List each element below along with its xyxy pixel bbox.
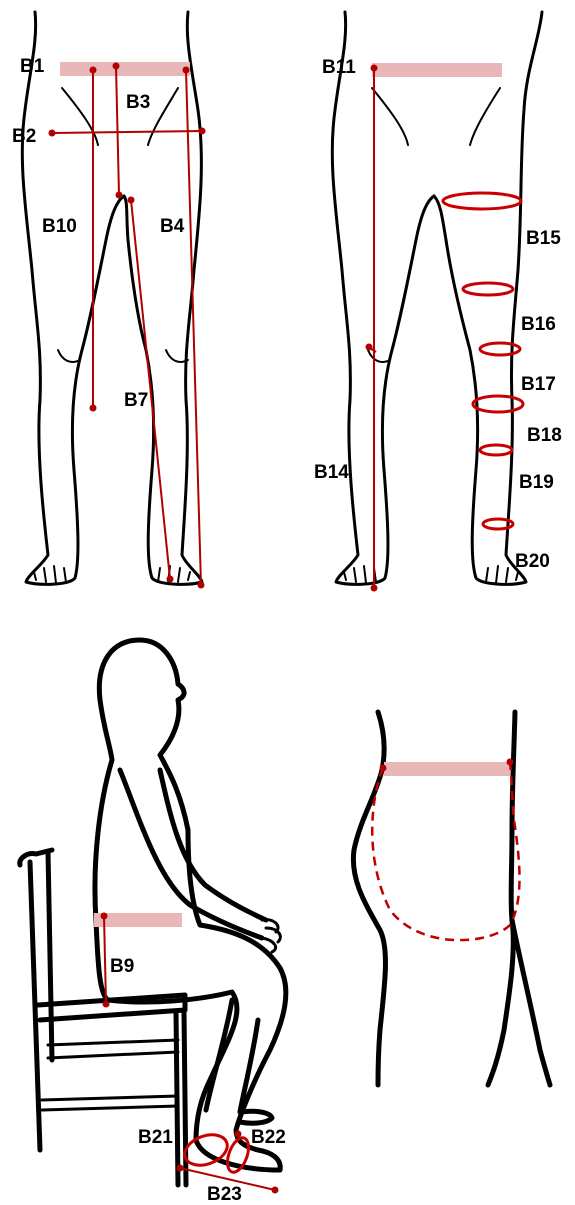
- b23-dot-left: [177, 1165, 184, 1172]
- b4-dot-bottom: [198, 582, 205, 589]
- b15-thigh-circumference: [443, 193, 521, 209]
- b3-line: [116, 66, 119, 195]
- b7-dot-top: [128, 197, 135, 204]
- b19-lower-leg-circumference: [480, 445, 512, 455]
- label-b16: B16: [521, 314, 556, 335]
- left-leg-outline-2: [332, 12, 434, 584]
- b14-dot-knee: [366, 344, 373, 351]
- label-b20: B20: [515, 551, 550, 572]
- label-b9: B9: [110, 956, 134, 977]
- b2-dot-right: [199, 128, 206, 135]
- b11-waist-band: [372, 63, 502, 77]
- chair-back-post-right: [48, 852, 52, 1060]
- label-b18: B18: [527, 425, 562, 446]
- b2-line: [52, 131, 202, 133]
- label-b1: B1: [20, 56, 45, 77]
- buttock-detail-figure: [353, 712, 550, 1085]
- b22-dot: [235, 1131, 242, 1138]
- label-b11: B11: [322, 57, 356, 78]
- label-b2: B2: [12, 126, 36, 147]
- left-knee-detail: [58, 350, 80, 362]
- front-legs-circumference-figure: B11 B15 B16 B17 B18 B14 B19 B20: [314, 12, 562, 592]
- right-leg-outline-2: [434, 12, 542, 584]
- label-b3: B3: [126, 92, 150, 113]
- b14-dot-bottom: [371, 585, 378, 592]
- left-groin-line-2: [372, 88, 408, 145]
- left-toes-2: [344, 566, 376, 583]
- b14-dot-top: [371, 65, 378, 72]
- label-b17: B17: [521, 374, 556, 395]
- label-b21: B21: [138, 1127, 173, 1148]
- left-knee-detail-2: [368, 350, 390, 362]
- b18-calf-circumference: [473, 396, 523, 412]
- chair-rung-1: [48, 1040, 178, 1045]
- front-legs-length-figure: B1 B3 B2 B10 B4 B7: [12, 12, 206, 589]
- label-b14: B14: [314, 462, 349, 483]
- right-groin-line-2: [470, 88, 500, 145]
- right-toes: [158, 566, 190, 583]
- b16-lower-thigh-circumference: [463, 283, 513, 295]
- b17-knee-circumference: [480, 343, 520, 355]
- b9-dot-top: [101, 913, 108, 920]
- b3-dot-bottom: [116, 192, 123, 199]
- b9-dot-bottom: [103, 1001, 110, 1008]
- right-toes-2: [486, 566, 518, 583]
- label-b22: B22: [251, 1127, 286, 1148]
- b10-dot-bottom: [90, 405, 97, 412]
- b3-dot-top: [113, 63, 120, 70]
- seated-person-figure: B9 B21 B22 B23: [20, 640, 286, 1205]
- label-b4: B4: [160, 216, 185, 237]
- chair-rung-4: [42, 1106, 178, 1110]
- b2-dot-left: [49, 130, 56, 137]
- detail-buttock-dashed-curve: [372, 762, 519, 940]
- b4-dot-top: [183, 67, 190, 74]
- detail-hip-band: [384, 762, 510, 776]
- seated-arm-outline: [120, 770, 262, 938]
- left-leg-outline: [22, 12, 124, 584]
- b10-dot-top: [90, 67, 97, 74]
- label-b23: B23: [207, 1184, 242, 1205]
- chair-rung-2: [48, 1052, 178, 1058]
- left-toes: [34, 566, 66, 583]
- label-b15: B15: [526, 228, 561, 249]
- detail-crossing-contour: [512, 920, 550, 1085]
- b23-dot-right: [272, 1187, 279, 1194]
- label-b10: B10: [42, 216, 77, 237]
- label-b7: B7: [124, 390, 148, 411]
- b1-waist-band: [60, 62, 190, 76]
- chair-front-leg: [176, 1012, 178, 1185]
- b7-dot-bottom: [167, 576, 174, 583]
- seated-hand: [262, 920, 280, 952]
- right-groin-line: [148, 88, 178, 145]
- seated-back-foot: [240, 1111, 272, 1123]
- label-b19: B19: [519, 472, 554, 493]
- chair-rung-3: [42, 1096, 178, 1100]
